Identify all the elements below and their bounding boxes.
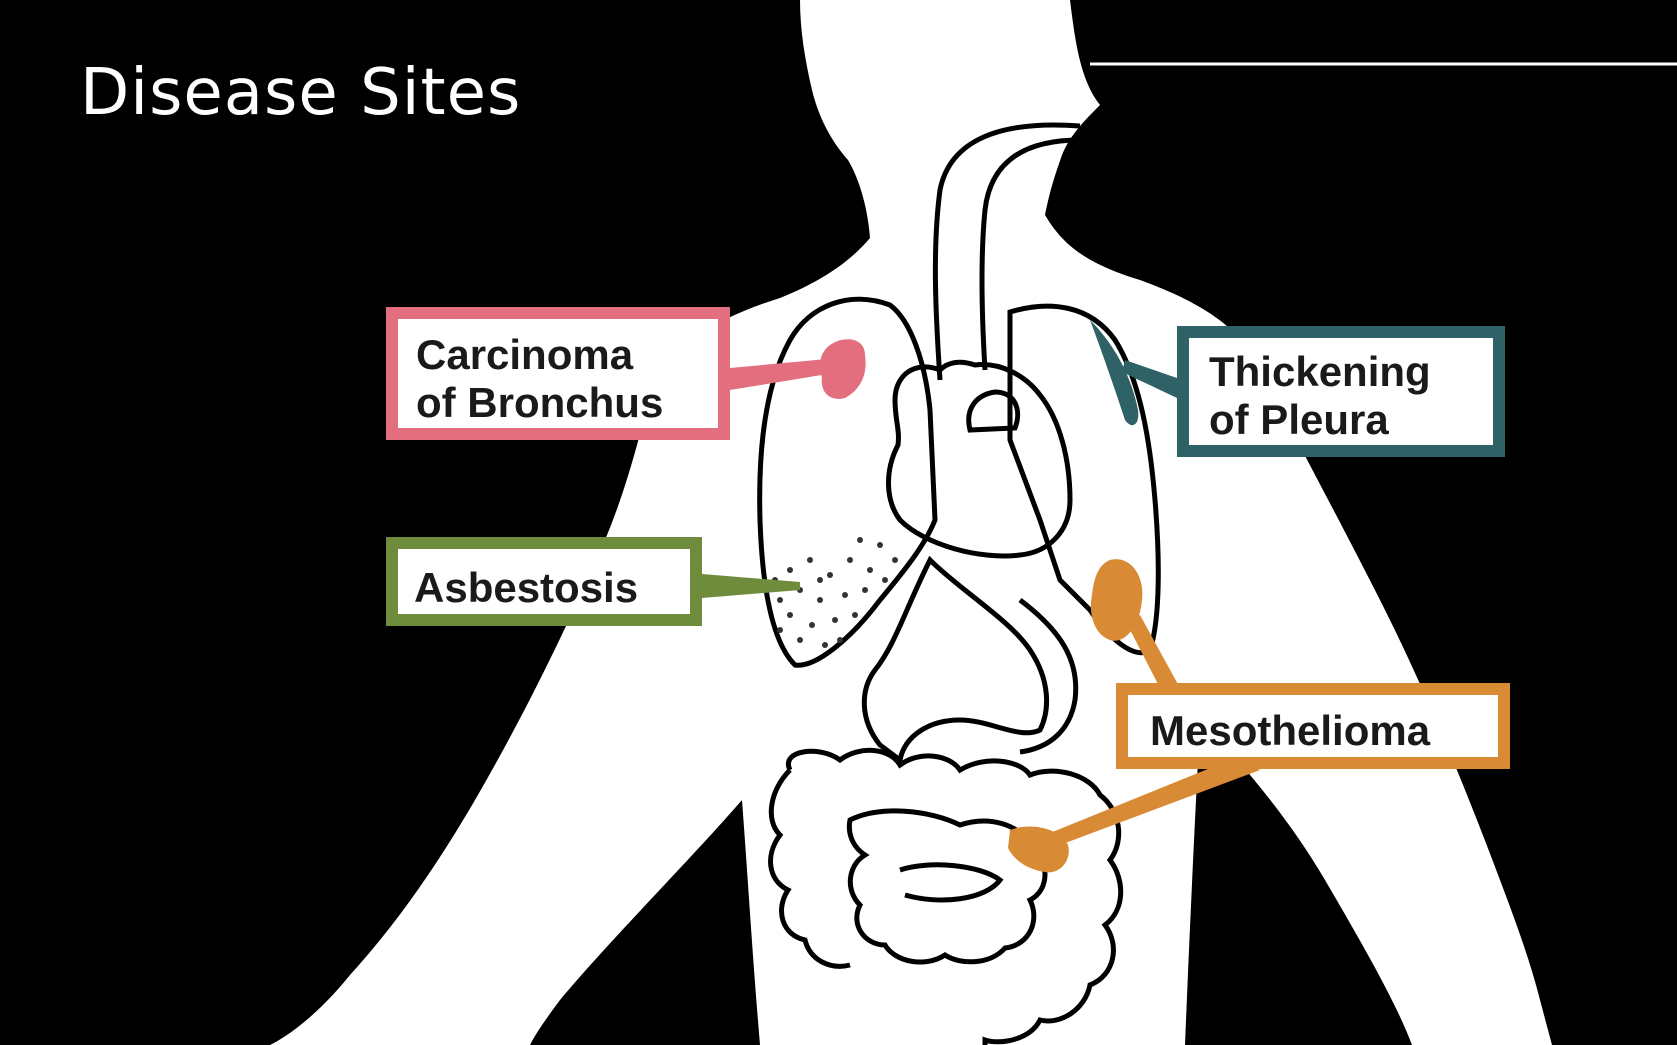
asbestosis-label: Asbestosis — [386, 537, 702, 626]
carcinoma-label: Carcinoma of Bronchus — [386, 307, 730, 440]
carcinoma-label-line1: Carcinoma — [416, 331, 718, 379]
mesothelioma-label-text: Mesothelioma — [1150, 707, 1498, 755]
diagram-title: Disease Sites — [80, 56, 521, 130]
carcinoma-label-line2: of Bronchus — [416, 379, 718, 427]
pleura-label-line2: of Pleura — [1209, 396, 1493, 444]
pleura-label-line1: Thickening — [1209, 348, 1493, 396]
mesothelioma-label: Mesothelioma — [1116, 683, 1510, 769]
asbestosis-label-text: Asbestosis — [414, 564, 690, 612]
pleura-label: Thickening of Pleura — [1177, 326, 1505, 457]
